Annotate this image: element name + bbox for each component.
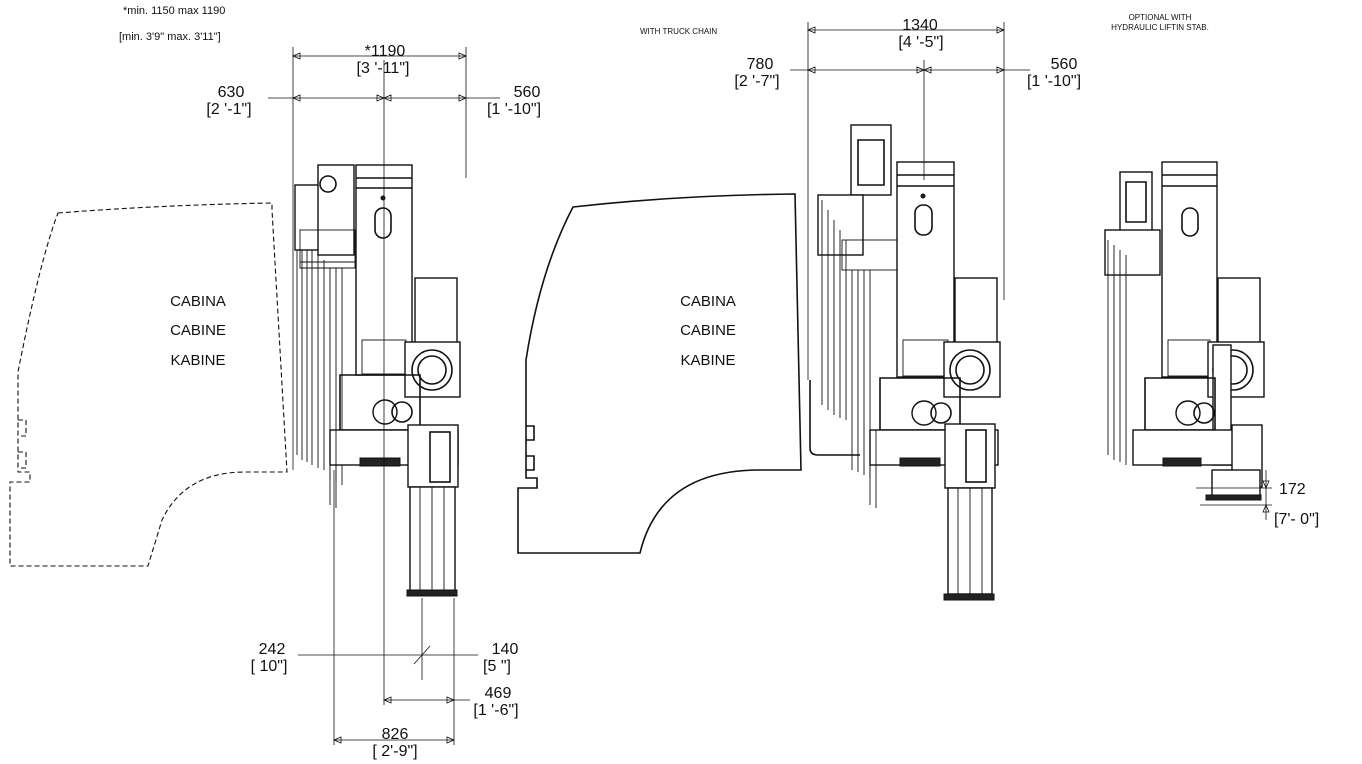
min-max-imperial-note: [min. 3'9" max. 3'11"] xyxy=(119,31,221,43)
crane-drawing-1 xyxy=(294,164,461,597)
dimension-right-view2: 560 [1 '-10"] xyxy=(1027,56,1081,90)
svg-text:140: 140 xyxy=(492,641,519,658)
svg-text:242: 242 xyxy=(259,641,286,658)
svg-text:[4 '-5"]: [4 '-5"] xyxy=(898,34,943,51)
crane-drawing-3 xyxy=(1104,161,1265,501)
cabin-label-middle: CABINA CABINE KABINE xyxy=(680,293,736,369)
svg-text:[5 "]: [5 "] xyxy=(483,658,511,675)
dimension-left-view2: 780 [2 '-7"] xyxy=(734,56,779,90)
svg-text:630: 630 xyxy=(218,84,245,101)
svg-text:560: 560 xyxy=(514,84,541,101)
svg-text:[1 '-6"]: [1 '-6"] xyxy=(473,702,518,719)
svg-text:KABINE: KABINE xyxy=(170,352,225,369)
svg-text:1340: 1340 xyxy=(902,17,938,34)
dimension-lines-view2 xyxy=(790,22,1030,380)
dimension-overall-view1: *1190 [3 '-11"] xyxy=(357,43,410,77)
cabin-outline-left xyxy=(9,202,288,567)
svg-text:[1 '-10"]: [1 '-10"] xyxy=(487,101,541,118)
dimension-left-view1: 630 [2 '-1"] xyxy=(206,84,251,118)
svg-text:[ 10"]: [ 10"] xyxy=(251,658,288,675)
dimension-lines-view1 xyxy=(268,47,500,745)
svg-text:[1 '-10"]: [1 '-10"] xyxy=(1027,73,1081,90)
svg-text:CABINE: CABINE xyxy=(680,322,736,339)
dimension-height-view3: 172 [7'- 0"] xyxy=(1274,481,1319,528)
svg-text:[3 '-11"]: [3 '-11"] xyxy=(357,60,410,77)
svg-text:[2 '-7"]: [2 '-7"] xyxy=(734,73,779,90)
dimension-bottom-right-view1: 140 [5 "] xyxy=(483,641,518,675)
optional-note-line2: HYDRAULIC LIFTIN STAB. xyxy=(1111,23,1209,32)
svg-text:CABINA: CABINA xyxy=(170,293,226,310)
truck-chain-note: WITH TRUCK CHAIN xyxy=(640,27,717,36)
svg-text:560: 560 xyxy=(1051,56,1078,73)
svg-text:[ 2'-9"]: [ 2'-9"] xyxy=(372,743,417,760)
svg-text:[2 '-1"]: [2 '-1"] xyxy=(206,101,251,118)
svg-text:KABINE: KABINE xyxy=(680,352,735,369)
dimension-total-bottom-view1: 826 [ 2'-9"] xyxy=(372,726,417,760)
dimension-lines-view3 xyxy=(1196,470,1272,520)
svg-text:780: 780 xyxy=(747,56,774,73)
min-max-note: *min. 1150 max 1190 xyxy=(123,5,225,17)
cabin-label-left: CABINA CABINE KABINE xyxy=(170,293,226,369)
cabin-outline-middle xyxy=(517,193,802,554)
svg-text:CABINE: CABINE xyxy=(170,322,226,339)
optional-note-line1: OPTIONAL WITH xyxy=(1129,13,1192,22)
dimension-leg-offset-view1: 469 [1 '-6"] xyxy=(473,685,518,719)
crane-drawing-2 xyxy=(809,124,1001,601)
dimension-right-view1: 560 [1 '-10"] xyxy=(487,84,541,118)
svg-text:172: 172 xyxy=(1279,481,1306,498)
svg-text:CABINA: CABINA xyxy=(680,293,736,310)
dimension-overall-view2: 1340 [4 '-5"] xyxy=(898,17,943,51)
dimension-bottom-left-view1: 242 [ 10"] xyxy=(251,641,288,675)
svg-text:469: 469 xyxy=(485,685,512,702)
svg-text:*1190: *1190 xyxy=(365,43,406,60)
svg-text:826: 826 xyxy=(382,726,409,743)
svg-text:[7'- 0"]: [7'- 0"] xyxy=(1274,511,1319,528)
